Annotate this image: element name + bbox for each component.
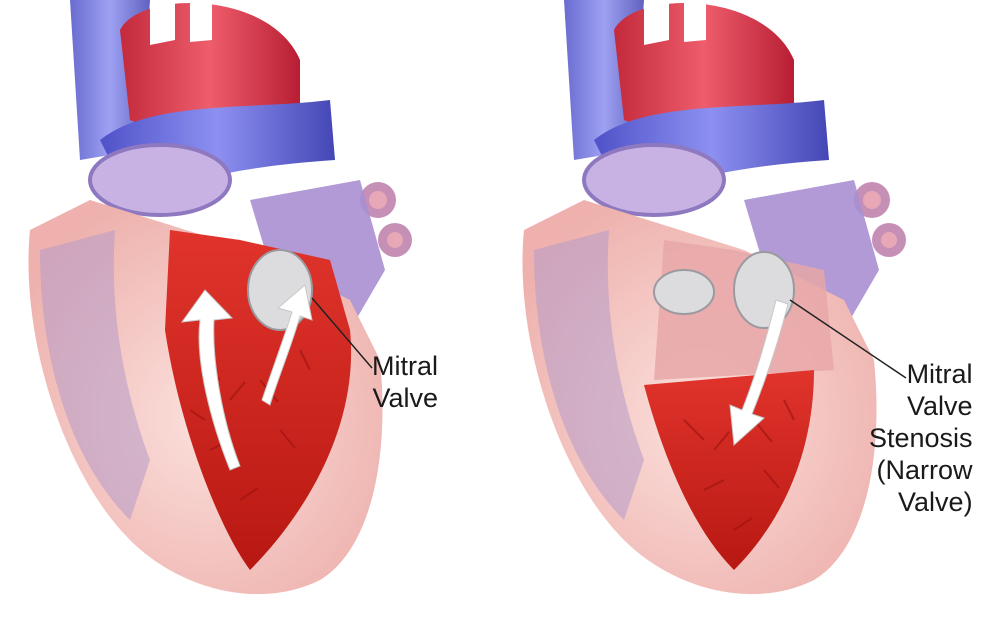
normal-heart-illustration [0,0,494,620]
pulmonary-vein [387,232,403,248]
pulmonary-opening [90,145,230,215]
pulmonary-opening [584,145,724,215]
aortic-branch [190,0,212,42]
aortic-branch [644,0,669,45]
label-line: Valve [869,390,973,422]
label-line: Stenosis [869,422,973,454]
label-line: Valve [372,382,438,414]
label-line: (Narrow [869,454,973,486]
mitral-valve-label: Mitral Valve [372,350,438,414]
pulmonary-vein [863,191,881,209]
pulmonary-vein [369,191,387,209]
valve-icon [654,270,714,314]
label-line: Mitral [372,350,438,382]
stenosis-heart-panel: Mitral Valve Stenosis (Narrow Valve) [494,0,988,620]
label-line: Valve) [869,486,973,518]
label-line: Mitral [869,358,973,390]
aortic-branch [684,0,706,42]
aortic-branch [150,0,175,45]
normal-heart-panel: Mitral Valve [0,0,494,620]
mitral-valve-stenosis-label: Mitral Valve Stenosis (Narrow Valve) [869,358,973,518]
stenosis-heart-illustration [494,0,988,620]
pulmonary-vein [881,232,897,248]
